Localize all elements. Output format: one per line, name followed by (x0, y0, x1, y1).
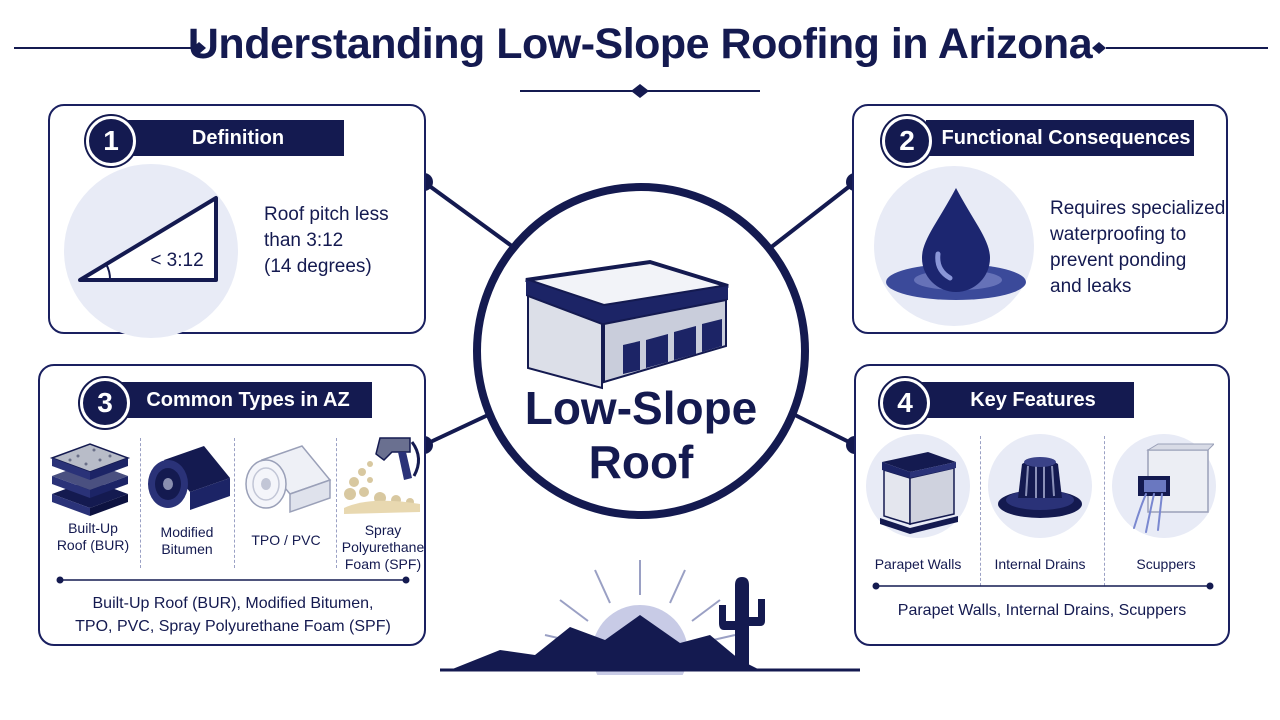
page-title: Understanding Low-Slope Roofing in Arizo… (187, 20, 1093, 68)
water-drop-icon (886, 188, 1026, 300)
feature-label-scuppers: Scuppers (1136, 556, 1196, 572)
type-label-spf: Spray Polyurethane Foam (SPF) (338, 522, 428, 573)
consequences-text-line: and leaks (1050, 276, 1132, 297)
panel-consequences: Functional Consequences 2 Requires speci… (852, 104, 1228, 334)
definition-heading: Definition (112, 120, 344, 156)
type-label-line: Modified (160, 524, 214, 540)
feature-separator (980, 436, 981, 586)
types-divider (56, 576, 410, 584)
scupper-icon (1133, 443, 1214, 533)
types-summary-line: Built-Up Roof (BUR), Modified Bitumen, (92, 595, 374, 612)
panel-definition: Definition 1 < 3:12 Roof pitch less than… (48, 104, 426, 338)
type-separator (140, 438, 141, 568)
internal-drain-icon (998, 457, 1082, 518)
types-number-badge: 3 (80, 378, 130, 428)
definition-text-line: than 3:12 (264, 230, 344, 251)
consequences-text-line: prevent ponding (1050, 250, 1187, 271)
types-heading: Common Types in AZ (112, 382, 372, 418)
features-summary: Parapet Walls, Internal Drains, Scuppers (897, 602, 1187, 619)
type-label-line: Bitumen (161, 541, 213, 557)
types-summary-line: TPO, PVC, Spray Polyurethane Foam (SPF) (75, 618, 391, 635)
tpo-pvc-icon (245, 445, 332, 514)
built-up-roof-icon (49, 443, 131, 516)
consequences-text: Requires specialized waterproofing to pr… (1050, 196, 1228, 300)
feature-label-drains: Internal Drains (994, 556, 1086, 572)
type-label-tpo-pvc: TPO / PVC (251, 532, 321, 548)
modified-bitumen-icon (148, 446, 230, 510)
types-summary: Built-Up Roof (BUR), Modified Bitumen, T… (50, 592, 416, 638)
features-number-badge: 4 (880, 378, 930, 428)
consequences-heading: Functional Consequences (926, 120, 1194, 156)
feature-label-parapet: Parapet Walls (874, 556, 962, 572)
feature-separator (1104, 436, 1105, 586)
features-heading: Key Features (920, 382, 1134, 418)
type-label-line: Foam (SPF) (344, 556, 422, 572)
type-label-line: Polyurethane (341, 539, 425, 555)
type-label-modified-bitumen: Modified Bitumen (144, 524, 230, 558)
center-label-line1: Low-Slope (525, 382, 758, 434)
spray-foam-icon (344, 437, 420, 514)
definition-text-line: Roof pitch less (264, 204, 389, 225)
definition-text: Roof pitch less than 3:12 (14 degrees) (264, 202, 424, 280)
type-label-line: Roof (BUR) (56, 537, 130, 553)
panel-features: Key Features 4 Parapet Walls Internal Dr… (854, 364, 1230, 646)
flat-roof-building-icon (525, 259, 729, 390)
center-hub: Low-Slope Roof (473, 183, 809, 519)
center-label-line2: Roof (589, 436, 694, 488)
consequences-number-badge: 2 (882, 116, 932, 166)
type-label-line: Spray (364, 522, 402, 538)
title-ornaments (14, 42, 1268, 98)
parapet-wall-icon (880, 452, 958, 534)
consequences-text-line: waterproofing to (1050, 224, 1187, 245)
features-divider (872, 582, 1214, 590)
type-separator (336, 438, 337, 568)
slope-triangle-icon: < 3:12 (78, 196, 218, 282)
definition-text-line: (14 degrees) (264, 256, 372, 277)
type-label-bur: Built-Up Roof (BUR) (48, 520, 138, 554)
panel-types: Common Types in AZ 3 Built-Up Roof (BUR)… (38, 364, 426, 646)
type-separator (234, 438, 235, 568)
slope-ratio-label: < 3:12 (150, 250, 203, 271)
consequences-text-line: Requires specialized (1050, 198, 1226, 219)
definition-number-badge: 1 (86, 116, 136, 166)
type-label-line: Built-Up (68, 520, 118, 536)
desert-scene (440, 560, 860, 675)
